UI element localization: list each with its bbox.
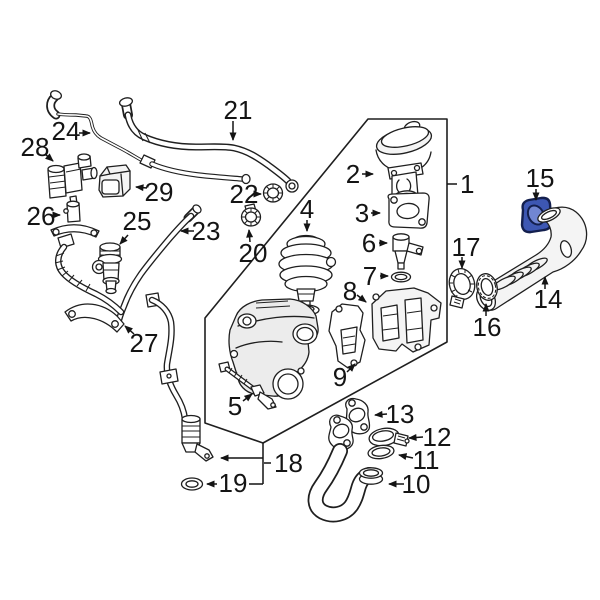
callout-18[interactable]: 18 (274, 448, 303, 478)
part-illustration-21-hose (118, 97, 299, 193)
callout-2[interactable]: 2 (346, 159, 360, 189)
part-illustration-4-actuator (278, 234, 337, 316)
callout-labels: 1 2 3 4 5 6 7 8 9 10 11 12 13 14 15 16 1… (21, 95, 563, 499)
part-illustration-19-oring (180, 477, 204, 491)
callout-14[interactable]: 14 (534, 284, 563, 314)
callout-8[interactable]: 8 (343, 276, 357, 306)
part-illustration-2-egr-valve (375, 120, 433, 204)
part-illustration-3-gasket (387, 192, 430, 229)
callout-21[interactable]: 21 (224, 95, 253, 125)
callout-19[interactable]: 19 (219, 468, 248, 498)
part-illustration-26-valve (50, 195, 100, 238)
part-illustration-6-sensor (392, 233, 424, 270)
callout-20[interactable]: 20 (239, 238, 268, 268)
part-illustration-11-oring (367, 444, 395, 460)
part-illustration-29-bracket (98, 164, 131, 198)
callout-5[interactable]: 5 (228, 391, 242, 421)
part-illustration-27-bracket (64, 303, 125, 333)
callout-27[interactable]: 27 (130, 328, 159, 358)
part-illustration-24-pipe (46, 90, 251, 185)
callout-13[interactable]: 13 (386, 399, 415, 429)
callout-11[interactable]: 11 (413, 445, 440, 475)
callout-23[interactable]: 23 (192, 216, 221, 246)
part-illustration-8-bracket (371, 287, 442, 353)
part-illustration-5-sensor (218, 361, 277, 410)
callout-15[interactable]: 15 (526, 163, 555, 193)
callout-22[interactable]: 22 (230, 179, 259, 209)
part-illustration-9-gasket (328, 303, 366, 369)
callout-16[interactable]: 16 (473, 312, 502, 342)
callout-29[interactable]: 29 (145, 177, 174, 207)
part-illustration-25-valve (91, 242, 123, 295)
callout-1[interactable]: 1 (460, 169, 474, 199)
callout-9[interactable]: 9 (333, 362, 347, 392)
part-illustration-12-clamp (368, 427, 410, 447)
part-illustration-17-clamp (448, 268, 476, 309)
callout-10[interactable]: 10 (402, 469, 431, 499)
part-illustration-16-ring (476, 273, 498, 301)
part-illustration-20-clamp (240, 203, 262, 227)
part-illustration-18-hose-connector (145, 292, 214, 462)
part-illustration-egr-cooler (228, 298, 319, 400)
callout-17[interactable]: 17 (452, 232, 481, 262)
callout-12[interactable]: 12 (423, 422, 452, 452)
callout-28[interactable]: 28 (21, 132, 50, 162)
callout-25[interactable]: 25 (123, 206, 152, 236)
callout-3[interactable]: 3 (355, 198, 369, 228)
part-illustration-28-valve (47, 153, 98, 199)
callout-4[interactable]: 4 (300, 194, 314, 224)
part-illustration-7-oring (390, 271, 412, 283)
callout-24[interactable]: 24 (52, 116, 81, 146)
callout-6[interactable]: 6 (362, 228, 376, 258)
callout-26[interactable]: 26 (27, 201, 56, 231)
part-illustration-22-clamp (262, 183, 284, 203)
part-illustration-corrugated-hose (54, 233, 125, 316)
part-illustration-10-pipe (307, 414, 384, 523)
callout-leader-lines (44, 121, 549, 488)
callout-7[interactable]: 7 (363, 261, 377, 291)
